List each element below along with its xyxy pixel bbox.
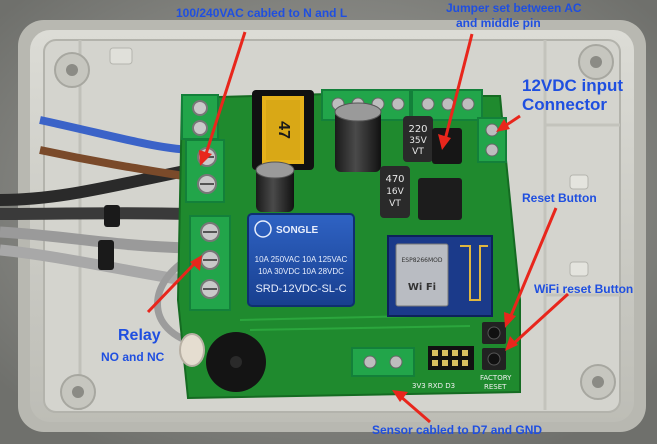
annotation-arrows [146,31,570,424]
relay-terminal-block [189,215,231,311]
annotation-reset-button: Reset Button [522,191,597,205]
relay-model: SRD-12VDC-SL-C [255,283,346,295]
buzzer [206,332,266,392]
factory-reset-2: RESET [484,383,507,391]
annotation-jumper-line2: and middle pin [456,16,541,30]
relay-brand: SONGLE [276,225,319,236]
annotation-relay-contacts: NO and NC [101,350,165,364]
cap1-value: 220 [408,124,427,135]
cap2-type: VT [389,199,401,209]
screw-post-tr [578,44,614,80]
annotation-relay: Relay [118,327,161,344]
annotation-dc-input-line2: Connector [522,95,607,114]
relay-rating-2: 10A 30VDC 10A 28VDC [258,267,344,276]
sensor-terminal [351,347,415,377]
relay-rating-1: 10A 250VAC 10A 125VAC [255,255,348,264]
annotation-mains-input: 100/240VAC cabled to N and L [176,6,348,20]
capacitor-470: 470 16V VT [380,166,410,218]
cap2-volt: 16V [386,187,404,197]
mains-terminal-block [181,94,225,203]
capacitor-small [255,161,295,212]
annotation-dc-input-line1: 12VDC input [522,76,624,95]
annotation-wifi-reset-button: WiFi reset Button [534,282,634,296]
led [179,333,205,367]
factory-reset-1: FACTORY [480,374,512,382]
cap1-type: VT [412,147,424,157]
annotation-jumper-line1: Jumper set between AC [446,1,582,15]
capacitor-large [334,102,382,172]
reset-button-hw [482,322,506,344]
cap2-value: 470 [385,174,404,185]
capacitor-220: 220 35V VT [403,116,433,162]
module-text: ESP8266MOD [401,257,442,264]
wifi-reset-button-hw [482,348,506,370]
pin-label: 3V3 RXD D3 [412,382,455,390]
coil-text: 47 [275,121,292,139]
screw-post-br [580,364,616,400]
annotation-sensor: Sensor cabled to D7 and GND [372,423,543,437]
transformer-coil: 47 [252,90,314,170]
esp-module: ESP8266MOD Wi Fi [387,235,493,317]
screw-post-tl [54,52,90,88]
wifi-text: Wi Fi [408,282,436,293]
cap1-volt: 35V [409,136,427,146]
header-pins [428,346,474,370]
relay: SONGLE 10A 250VAC 10A 125VAC 10A 30VDC 1… [247,213,355,307]
screw-post-bl [60,374,96,410]
